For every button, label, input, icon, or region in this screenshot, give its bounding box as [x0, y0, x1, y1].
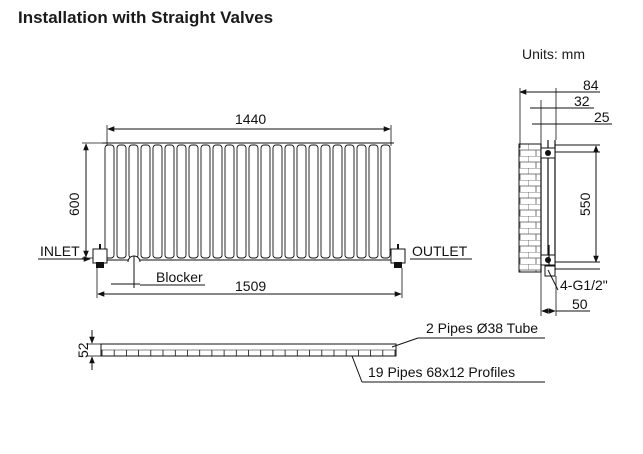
diagram-title: Installation with Straight Valves	[18, 8, 274, 27]
thread-label: 4-G1/2"	[560, 277, 608, 293]
radiator-tube	[176, 144, 187, 259]
inlet-label: INLET	[40, 243, 80, 259]
radiator-tube	[164, 144, 175, 259]
radiator-tube	[308, 144, 319, 259]
dim-bottom-depth: 52	[75, 342, 91, 358]
dim-pipe-centres: 550	[577, 192, 593, 216]
radiator-tube	[212, 144, 223, 259]
radiator-tube	[188, 144, 199, 259]
inlet-valve	[92, 244, 108, 268]
dim-height: 600	[66, 192, 82, 216]
radiator-tube	[272, 144, 283, 259]
radiator-tube	[224, 144, 235, 259]
dim-width-bottom: 1509	[235, 278, 266, 294]
radiator-tube	[152, 144, 163, 259]
radiator-tube	[128, 144, 139, 259]
dim-wall-offset: 50	[572, 296, 588, 312]
front-view: 1440 600 INLET OUTLET	[38, 111, 472, 298]
radiator-tube	[284, 144, 295, 259]
profiles-note-leader	[351, 355, 363, 383]
radiator-tube	[332, 144, 343, 259]
profile-segments	[101, 350, 396, 356]
pipes-note: 2 Pipes Ø38 Tube	[426, 320, 538, 336]
radiator-tubes	[104, 144, 391, 259]
pipes-note-leader	[391, 337, 419, 348]
radiator-tube	[248, 144, 259, 259]
dim-depth-mid: 32	[574, 93, 590, 109]
blocker-symbol	[111, 255, 141, 288]
dim-depth-total: 84	[583, 77, 599, 93]
bottom-view: 52 2 Pipes Ø38 Tube 19 Pipes 68x12 Profi…	[75, 320, 545, 383]
radiator-tube	[260, 144, 271, 259]
radiator-tube	[236, 144, 247, 259]
profiles-note: 19 Pipes 68x12 Profiles	[368, 364, 515, 380]
brick-wall	[518, 143, 542, 273]
radiator-tube	[344, 144, 355, 259]
outlet-valve	[390, 244, 406, 268]
radiator-tube	[356, 144, 367, 259]
blocker-label: Blocker	[156, 269, 203, 285]
radiator-tube	[104, 144, 115, 259]
side-valve	[544, 265, 556, 277]
bottom-bracket-bolt	[545, 257, 551, 263]
side-view: 84 32 25 550 4-G1/2" 50	[518, 77, 612, 316]
radiator-tube	[296, 144, 307, 259]
radiator-tube	[380, 144, 391, 259]
units-label: Units: mm	[522, 46, 585, 62]
dim-width-top: 1440	[235, 111, 266, 127]
radiator-tube	[200, 144, 211, 259]
outlet-label: OUTLET	[412, 243, 468, 259]
radiator-tube	[116, 144, 127, 259]
radiator-tube	[368, 144, 379, 259]
top-bracket-bolt	[545, 150, 551, 156]
radiator-tube	[320, 144, 331, 259]
dim-depth-small: 25	[594, 109, 610, 125]
radiator-tube	[140, 144, 151, 259]
